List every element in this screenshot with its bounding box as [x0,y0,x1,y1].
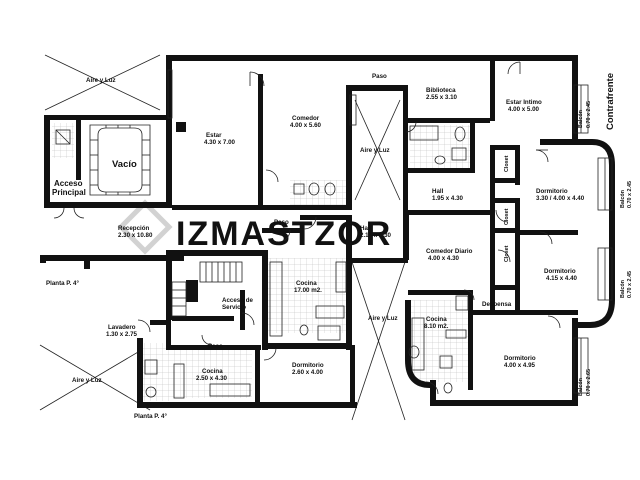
label-estar-intimo: Estar Intimo [506,99,542,106]
label-dormitorio-2: Dormitorio [544,268,576,275]
label-comedor: Comedor [292,115,320,122]
label-balcon-2: Balcón [620,190,626,208]
label-balcon-1: Balcón [578,110,584,128]
label-cocina-1-dim: 17.00 m2. [294,287,322,294]
label-balcon-3-dim: 0.70 x 2.45 [627,271,633,298]
walls [40,55,615,408]
watermark-text: IZMASTZOR [176,215,392,253]
light-wells [39,54,406,421]
doors [53,61,561,395]
label-contrafrente: Contrafrente [605,73,616,130]
label-estar-dim: 4.30 x 7.00 [204,139,236,146]
label-lavadero-dim: 1.30 x 2.75 [106,331,138,338]
label-acceso-servicio-2: Servicio [222,304,246,311]
label-cocina-3-dim: 2.50 x 4.30 [196,375,228,382]
label-closet-2: Closet [504,208,510,225]
label-dormitorio-1: Dormitorio [536,188,568,195]
label-dormitorio-3: Dormitorio [292,362,324,369]
label-hall-1: Hall [432,188,444,195]
label-balcon-2-dim: 0.70 x 2.45 [627,181,633,208]
label-estar-intimo-dim: 4.00 x 5.00 [508,106,540,113]
label-dormitorio-3-dim: 2.60 x 4.00 [292,369,324,376]
label-cocina-2: Cocina [426,316,447,323]
label-aire-luz-mid: Aire y Luz [368,315,398,322]
label-paso-top: Paso [372,73,387,80]
label-hall-2: Hall [360,225,372,232]
fixtures [55,125,469,399]
room-labels: Aire y Luz Vacío Acceso Principal Recepc… [46,73,633,420]
label-balcon-1-dim: 0.70 x 2.45 [586,101,592,128]
label-aire-luz-bl: Aire y Luz [72,377,102,384]
label-recepcion-dim: 2.30 x 10.80 [118,232,153,239]
label-cocina-3: Cocina [202,368,223,375]
label-cocina-2-dim: 8.10 m2. [424,323,449,330]
label-biblioteca-dim: 2.55 x 3.10 [426,94,458,101]
label-dormitorio-4: Dormitorio [504,355,536,362]
label-aire-luz-center: Aire y Luz [360,147,390,154]
label-hall-1-dim: 1.95 x 4.30 [432,195,464,202]
label-aire-luz-tl: Aire y Luz [86,77,116,84]
windows [167,69,613,394]
label-comedor-dim: 4.00 x 5.60 [290,122,322,129]
tiled-floors [52,123,470,401]
label-comedor-diario: Comedor Diario [426,248,473,255]
label-closet-1: Closet [504,155,510,172]
staircases [89,124,243,317]
label-vacio: Vacío [112,159,137,170]
label-planta-top: Planta P. 4° [46,280,79,287]
label-estar: Estar [206,132,222,139]
watermark: IZMASTZOR [117,199,392,255]
label-cocina-1: Cocina [296,280,317,287]
label-comedor-diario-dim: 4.00 x 4.30 [428,255,460,262]
label-biblioteca: Biblioteca [426,87,456,94]
label-balcon-4: Balcón [578,378,584,396]
label-balcon-3: Balcón [620,280,626,298]
label-dormitorio-4-dim: 4.00 x 4.95 [504,362,536,369]
label-hall-2-dim: 2.10 x 5.30 [360,232,392,239]
label-paso-low: Paso [208,343,223,350]
label-despensa: Despensa [482,301,512,308]
label-recepcion: Recepción [118,225,150,232]
label-balcon-4-dim: 0.70 x 2.65 [586,369,592,396]
label-closet-3: Closet [504,245,510,262]
label-dormitorio-1-dim: 3.30 / 4.00 x 4.40 [536,195,585,202]
label-planta-bottom: Planta P. 4° [134,413,167,420]
label-acceso-1: Acceso [54,179,83,188]
label-acceso-2: Principal [52,188,86,197]
label-acceso-servicio: Acceso de [222,297,254,304]
label-dormitorio-2-dim: 4.15 x 4.40 [546,275,578,282]
label-paso-mid: Paso [274,219,289,226]
label-lavadero: Lavadero [108,324,136,331]
